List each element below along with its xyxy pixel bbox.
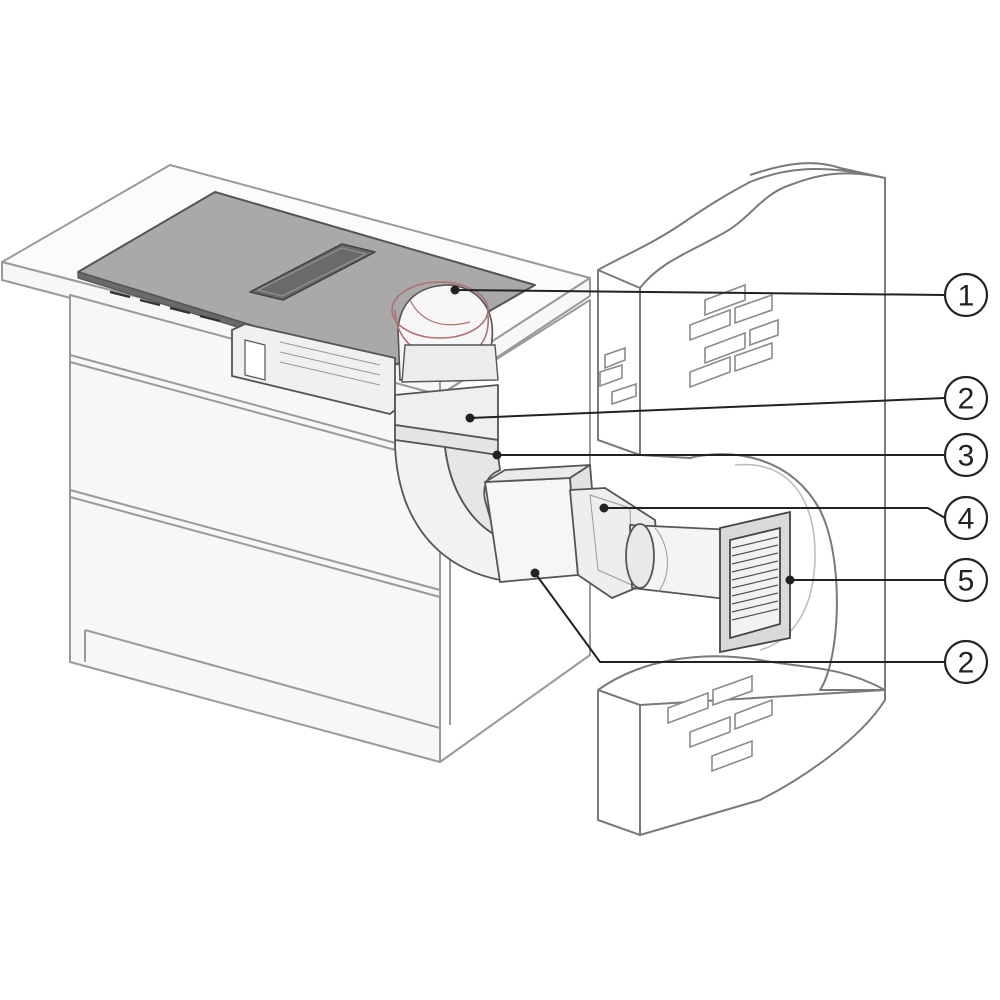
leader-4 — [604, 507, 946, 519]
leader-lines — [454, 289, 946, 663]
callout-1-number: 1 — [958, 280, 975, 313]
callout-3-number: 3 — [958, 440, 975, 473]
motor-outline — [391, 281, 489, 339]
wall — [597, 162, 886, 836]
ducting — [394, 384, 816, 651]
callout-3: 3 — [943, 432, 989, 478]
wall-grille — [719, 510, 791, 654]
callout-2a-number: 2 — [958, 383, 975, 416]
callout-2b: 2 — [943, 639, 989, 685]
callouts: 1 2 3 4 5 2 — [943, 272, 989, 685]
wall-lower-edge — [597, 689, 641, 836]
wall-bricks-lower — [667, 674, 773, 773]
callout-1: 1 — [943, 272, 989, 318]
wall-lower-face — [639, 689, 886, 836]
callout-2a: 2 — [943, 375, 989, 421]
horizontal-duct — [484, 477, 579, 583]
callout-4: 4 — [943, 495, 989, 541]
leader-dots — [450, 285, 795, 585]
leader-2b — [534, 572, 945, 663]
drawer-line-1 — [69, 354, 441, 456]
hob-vent — [249, 243, 376, 301]
wall-top — [597, 162, 886, 271]
callout-2b-number: 2 — [958, 647, 975, 680]
wall-lower-top — [597, 655, 886, 691]
drawer-line-2 — [69, 489, 441, 591]
callout-4-number: 4 — [958, 503, 975, 536]
callout-5: 5 — [943, 557, 989, 603]
leader-1 — [454, 289, 946, 296]
leader-2a — [469, 397, 946, 419]
wall-bricks-upper — [599, 283, 779, 406]
callout-5-number: 5 — [958, 565, 975, 598]
fan-unit — [231, 281, 499, 415]
